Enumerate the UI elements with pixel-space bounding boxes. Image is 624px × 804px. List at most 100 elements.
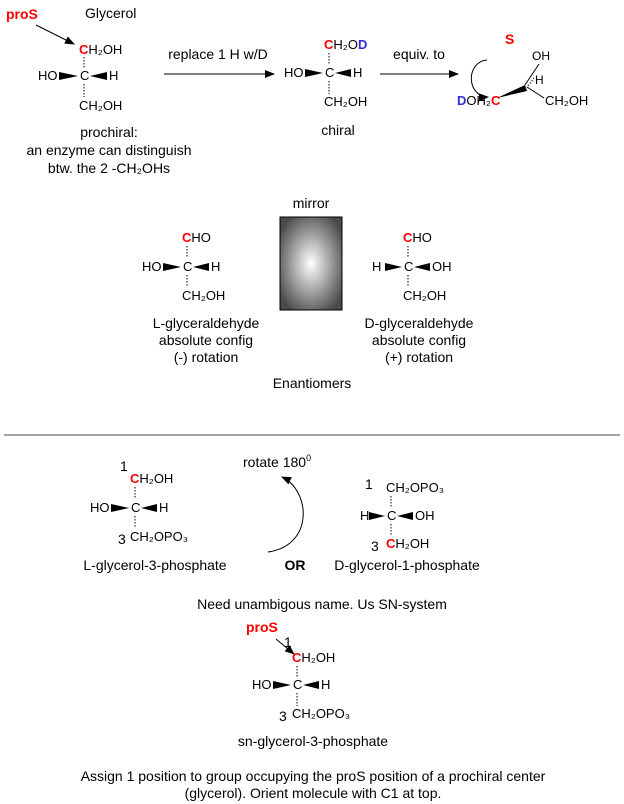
sn-glycerol-3-phosphate-structure: proS 1 CH₂OH HO C H 3 CH₂OPO₃ sn-glycero… bbox=[238, 619, 388, 749]
zigzag-oh: OH bbox=[532, 49, 550, 63]
d-glyceraldehyde-rotation: (+) rotation bbox=[385, 349, 453, 365]
or-label: OR bbox=[285, 557, 306, 573]
sn-name: sn-glycerol-3-phosphate bbox=[238, 733, 388, 749]
d-g1p-top: CH₂OPO₃ bbox=[386, 480, 444, 495]
l-glyceraldehyde-name: L-glyceraldehyde bbox=[153, 315, 260, 331]
zigzag-structure: S OH H DOH₂C CH₂OH bbox=[457, 31, 588, 108]
rotate-group: rotate 1800 bbox=[243, 453, 311, 553]
d-glyceraldehyde-right: OH bbox=[432, 259, 452, 274]
sn-left: HO bbox=[252, 677, 272, 692]
zigzag-h: H bbox=[535, 73, 544, 87]
chiral-top: CH₂OD bbox=[324, 37, 367, 52]
d-glyceraldehyde-structure: CHO H C OH CH₂OH D-glyceraldehyde absolu… bbox=[365, 230, 474, 365]
l-g3p-wedge-right bbox=[141, 504, 157, 512]
mirror-group: mirror bbox=[279, 195, 343, 311]
l-glyceraldehyde-config: absolute config bbox=[159, 332, 253, 348]
l-g3p-top: CH₂OH bbox=[130, 471, 173, 486]
l-g3p-wedge-left bbox=[111, 504, 129, 512]
sn-top: CH₂OH bbox=[292, 650, 335, 665]
d-glyceraldehyde-name: D-glyceraldehyde bbox=[365, 315, 474, 331]
sn-pros-arrow bbox=[275, 638, 295, 655]
glycerol-bottom: CH₂OH bbox=[79, 98, 122, 113]
d-g1p-num-bottom: 3 bbox=[371, 538, 379, 554]
enantiomers-label: Enantiomers bbox=[273, 375, 352, 391]
sn-num-bottom: 3 bbox=[279, 708, 287, 724]
l-glyceraldehyde-right: H bbox=[211, 259, 220, 274]
d-g1p-left: H bbox=[360, 508, 369, 523]
d-glyceraldehyde-center: C bbox=[404, 259, 413, 274]
l-glyceraldehyde-top: CHO bbox=[182, 230, 211, 245]
l-g3p-num-top: 1 bbox=[120, 458, 128, 474]
d-glycerol-1-phosphate-structure: 1 CH₂OPO₃ H C OH 3 CH₂OH D-glycerol-1-ph… bbox=[334, 476, 480, 573]
chiral-left-sub: HO bbox=[284, 65, 304, 80]
chiral-wedge-right bbox=[335, 69, 351, 77]
glycerol-c1: CH₂OH bbox=[79, 42, 122, 57]
glycerol-left-sub: HO bbox=[38, 68, 58, 83]
chiral-wedge-left bbox=[305, 69, 323, 77]
glycerol-wedge-right bbox=[90, 72, 107, 80]
glycerol-pros-label: proS bbox=[6, 6, 38, 22]
zigzag-right: CH₂OH bbox=[545, 93, 588, 108]
d-glyceraldehyde-left: H bbox=[372, 259, 381, 274]
d-g1p-bottom: CH₂OH bbox=[386, 536, 429, 551]
d-glyceraldehyde-top: CHO bbox=[403, 230, 432, 245]
d-g1p-name: D-glycerol-1-phosphate bbox=[334, 557, 480, 573]
d-g1p-wedge-left bbox=[369, 512, 385, 520]
l-glyceraldehyde-wedge-left bbox=[163, 263, 181, 271]
sn-right: H bbox=[321, 677, 330, 692]
d-g1p-wedge-right bbox=[397, 512, 413, 520]
sn-pros-label: proS bbox=[246, 619, 278, 635]
zigzag-bond-oh bbox=[524, 63, 540, 86]
d-g1p-num-top: 1 bbox=[365, 476, 373, 492]
glycerol-structure: Glycerol proS CH₂OH HO C H CH₂OH prochir… bbox=[6, 5, 192, 176]
mirror-label: mirror bbox=[293, 195, 330, 211]
l-g3p-center: C bbox=[131, 500, 140, 515]
d-glyceraldehyde-bottom: CH₂OH bbox=[403, 288, 446, 303]
equiv-arrow-group: equiv. to bbox=[380, 46, 459, 78]
chiral-caption: chiral bbox=[321, 122, 354, 138]
glycerol-center-c: C bbox=[80, 68, 89, 83]
zigzag-config-label: S bbox=[505, 31, 514, 47]
footer-line-1: Assign 1 position to group occupying the… bbox=[81, 768, 546, 784]
sn-center: C bbox=[293, 677, 302, 692]
l-glyceraldehyde-left: HO bbox=[142, 259, 162, 274]
glycerol-desc-2: an enzyme can distinguish bbox=[27, 142, 192, 158]
l-g3p-left: HO bbox=[90, 500, 110, 515]
l-g3p-right: H bbox=[159, 500, 168, 515]
sn-num-top: 1 bbox=[284, 634, 292, 650]
sn-wedge-right bbox=[303, 681, 319, 689]
zigzag-rotation-arrow bbox=[470, 59, 489, 102]
glycerol-desc-1: prochiral: bbox=[80, 124, 138, 140]
d-g1p-center: C bbox=[387, 508, 396, 523]
l-g3p-num-bottom: 3 bbox=[118, 531, 126, 547]
l-glyceraldehyde-center: C bbox=[183, 259, 192, 274]
chiral-structure: CH₂OD HO C H CH₂OH chiral bbox=[284, 37, 367, 138]
glycerol-desc-3: btw. the 2 -CH₂OHs bbox=[48, 160, 170, 176]
equiv-arrow-label: equiv. to bbox=[393, 46, 445, 62]
d-glyceraldehyde-config: absolute config bbox=[372, 332, 466, 348]
zigzag-bond-right bbox=[526, 86, 545, 99]
l-glyceraldehyde-bottom: CH₂OH bbox=[182, 288, 225, 303]
mirror-plane bbox=[279, 216, 343, 311]
l-g3p-bottom: CH₂OPO₃ bbox=[130, 529, 188, 544]
replace-arrow-group: replace 1 H w/D bbox=[164, 46, 275, 78]
replace-arrow-label: replace 1 H w/D bbox=[168, 46, 268, 62]
d-glyceraldehyde-wedge-left bbox=[385, 263, 402, 271]
need-unambiguous-label: Need unambigous name. Us SN-system bbox=[197, 596, 447, 612]
footer-line-2: (glycerol). Orient molecule with C1 at t… bbox=[185, 785, 442, 801]
chiral-bottom: CH₂OH bbox=[324, 94, 367, 109]
chiral-center-c: C bbox=[325, 65, 334, 80]
sn-wedge-left bbox=[273, 681, 291, 689]
glycerol-wedge-left bbox=[59, 72, 78, 80]
l-g3p-name: L-glycerol-3-phosphate bbox=[83, 557, 226, 573]
rotate-label: rotate 1800 bbox=[243, 453, 311, 470]
l-glyceraldehyde-structure: CHO HO C H CH₂OH L-glyceraldehyde absolu… bbox=[142, 230, 260, 365]
rotate-arrow bbox=[267, 476, 304, 553]
sn-bottom: CH₂OPO₃ bbox=[292, 706, 350, 721]
zigzag-left: DOH₂C bbox=[457, 93, 501, 108]
l-glyceraldehyde-wedge-right bbox=[193, 263, 209, 271]
glycerol-pros-arrow bbox=[35, 24, 75, 45]
d-g1p-right: OH bbox=[415, 508, 435, 523]
l-glycerol-3-phosphate-structure: 1 CH₂OH HO C H 3 CH₂OPO₃ L-glycerol-3-ph… bbox=[83, 458, 226, 573]
